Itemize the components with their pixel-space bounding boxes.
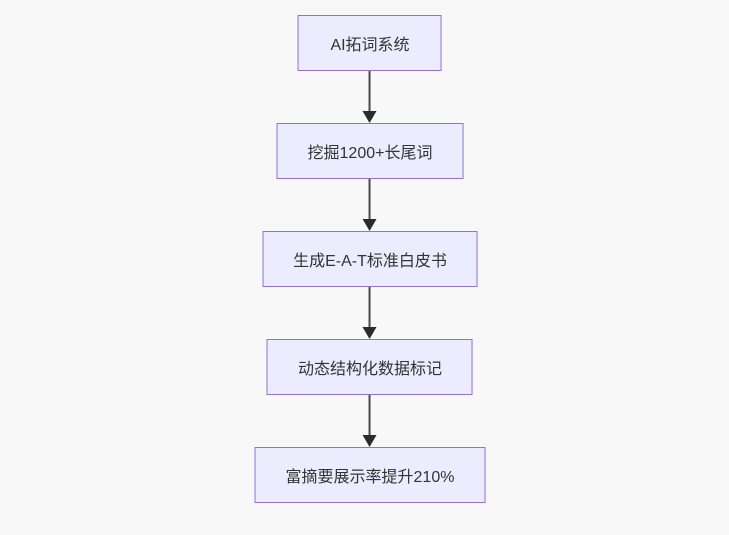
arrow-line: [369, 179, 371, 219]
down-arrow-icon: [363, 395, 377, 447]
node-label: AI拓词系统: [330, 37, 410, 54]
node-label: 富摘要展示率提升210%: [285, 469, 455, 486]
arrow-head: [363, 219, 377, 231]
down-arrow-icon: [363, 287, 377, 339]
arrow-line: [369, 395, 371, 435]
flowchart-stack: AI拓词系统 挖掘1200+长尾词 生成E-A-T标准白皮书 动态结构化数据标记: [254, 15, 486, 503]
flow-node-ai-word-system: AI拓词系统: [298, 15, 442, 71]
arrow-head: [363, 435, 377, 447]
node-label: 挖掘1200+长尾词: [307, 145, 433, 162]
flow-node-structured-data: 动态结构化数据标记: [266, 339, 473, 395]
arrow-head: [363, 111, 377, 123]
arrow-line: [369, 71, 371, 111]
flow-node-rich-snippet-result: 富摘要展示率提升210%: [254, 447, 486, 503]
arrow-line: [369, 287, 371, 327]
flow-node-longtail-mining: 挖掘1200+长尾词: [276, 123, 464, 179]
down-arrow-icon: [363, 179, 377, 231]
arrow-head: [363, 327, 377, 339]
node-label: 生成E-A-T标准白皮书: [293, 253, 447, 270]
down-arrow-icon: [363, 71, 377, 123]
flow-node-eat-whitepaper: 生成E-A-T标准白皮书: [262, 231, 478, 287]
node-label: 动态结构化数据标记: [297, 361, 442, 378]
